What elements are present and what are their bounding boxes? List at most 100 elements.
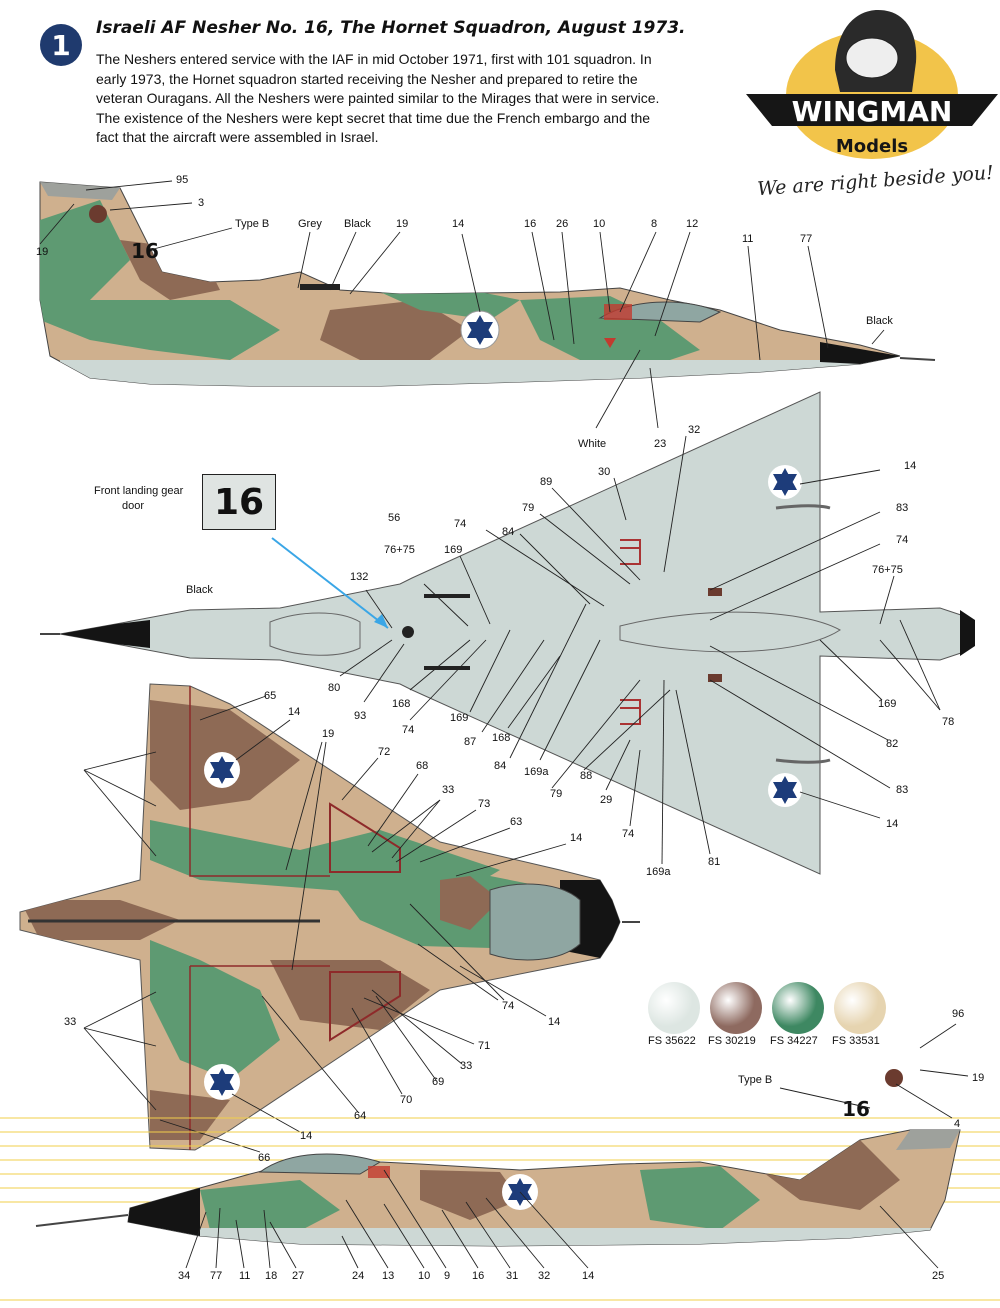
page-title: Israeli AF Nesher No. 16, The Hornet Squ… (96, 18, 686, 38)
callout-label: 29 (600, 794, 613, 806)
callout-label: 95 (176, 174, 189, 186)
callout-label: 76+75 (872, 564, 903, 576)
plan-view-top (19, 683, 640, 1153)
callout-label: 9 (444, 1270, 451, 1282)
side-aircraft-number-right: 16 (842, 1097, 870, 1121)
callout-label: 83 (896, 502, 909, 514)
wingman-logo: WINGMAN Models (746, 10, 998, 159)
callout-label: 14 (288, 706, 301, 718)
callout-label: 32 (688, 424, 701, 436)
callout-label: 169a (524, 766, 549, 778)
callout-label: 70 (400, 1094, 413, 1106)
callout-label: 74 (402, 724, 415, 736)
callout-label: 14 (904, 460, 917, 472)
callout-label: 169a (646, 866, 671, 878)
callout-label: 88 (580, 770, 593, 782)
callout-label: 83 (896, 784, 909, 796)
callout-label: 14 (300, 1130, 313, 1142)
swatch-label: FS 30219 (708, 1035, 756, 1047)
callout-label: 19 (36, 246, 49, 258)
logo-sub: Models (836, 136, 908, 157)
callout-label: 11 (742, 233, 754, 245)
callout-label: Type B (235, 218, 270, 230)
callout-label: 30 (598, 466, 611, 478)
callout-label: 74 (622, 828, 635, 840)
callout-label: 33 (460, 1060, 473, 1072)
callout-label: Black (186, 584, 213, 596)
callout-label: 14 (886, 818, 899, 830)
description-line: The Neshers entered service with the IAF… (96, 51, 652, 67)
callout-label: 19 (396, 218, 409, 230)
callout-label: 11 (239, 1270, 251, 1282)
description-line: veteran Ouragans. All the Neshers were p… (96, 90, 660, 106)
callout-label: 32 (538, 1270, 551, 1282)
callout-label: 169 (878, 698, 897, 710)
callout-label: 73 (478, 798, 491, 810)
callout-label: 132 (350, 571, 369, 583)
callout-label: 169 (450, 712, 469, 724)
door-label-1: Front landing gear (94, 485, 184, 497)
callout-label: 3 (198, 197, 205, 209)
profile-number-badge: 1 (40, 24, 82, 66)
description-line: early 1973, the Hornet squadron started … (96, 70, 638, 87)
callout-label: 18 (265, 1270, 278, 1282)
callout-label: Black (866, 315, 893, 327)
callout-label: 31 (506, 1270, 519, 1282)
star-of-david-icon (210, 1068, 234, 1096)
callout-label: 27 (292, 1270, 305, 1282)
callout-label: 80 (328, 682, 341, 694)
callout-label: 77 (210, 1270, 223, 1282)
callout-label: 66 (258, 1152, 271, 1164)
callout-label: 69 (432, 1076, 445, 1088)
callout-label: 87 (464, 736, 477, 748)
plan-view-underside (40, 391, 975, 875)
side-aircraft-number: 16 (131, 239, 159, 263)
callout-label: Grey (298, 218, 322, 230)
callout-label: 77 (800, 233, 813, 245)
callout-label: Black (344, 218, 371, 230)
swatch-label: FS 34227 (770, 1035, 818, 1047)
callout-label: 10 (418, 1270, 431, 1282)
callout-label: 79 (550, 788, 563, 800)
callout-label: 16 (472, 1270, 485, 1282)
star-of-david-icon (467, 315, 493, 345)
logo-brand: WINGMAN (792, 95, 953, 128)
callout-label: 33 (442, 784, 455, 796)
callout-label: 16 (524, 218, 537, 230)
callout-label: 19 (972, 1072, 985, 1084)
swatch-fs30219 (710, 982, 762, 1034)
description: The Neshers entered service with the IAF… (96, 50, 696, 148)
callout-label: 84 (494, 760, 507, 772)
star-of-david-icon (773, 776, 797, 804)
callout-label: 25 (932, 1270, 945, 1282)
callout-label: 4 (954, 1118, 961, 1130)
callout-label: 14 (582, 1270, 595, 1282)
callout-label: 65 (264, 690, 277, 702)
callout-label: 82 (886, 738, 899, 750)
callout-label: 14 (452, 218, 465, 230)
callout-label: 74 (454, 518, 467, 530)
callout-label: 84 (502, 526, 515, 538)
star-of-david-icon (210, 756, 234, 784)
callout-label: 72 (378, 746, 391, 758)
description-line: fact that the aircraft were assembled in… (96, 129, 379, 145)
callout-label: 13 (382, 1270, 395, 1282)
callout-label: 79 (522, 502, 535, 514)
callout-label: 19 (322, 728, 335, 740)
callout-label: 96 (952, 1008, 965, 1020)
callout-label: 74 (896, 534, 909, 546)
callout-label: 71 (478, 1040, 491, 1052)
callout-label: 34 (178, 1270, 191, 1282)
swatch-fs35622 (648, 982, 700, 1034)
swatch-label: FS 33531 (832, 1035, 880, 1047)
side-view-left: 16 (39, 180, 936, 429)
description-line: The existence of the Neshers were kept s… (96, 109, 651, 126)
callout-label: 168 (392, 698, 411, 710)
callout-label: 64 (354, 1110, 367, 1122)
callout-label: 89 (540, 476, 553, 488)
callout-label: 63 (510, 816, 523, 828)
swatch-fs33531 (834, 982, 886, 1034)
callout-label: 33 (64, 1016, 77, 1028)
callout-label: White (578, 438, 607, 450)
